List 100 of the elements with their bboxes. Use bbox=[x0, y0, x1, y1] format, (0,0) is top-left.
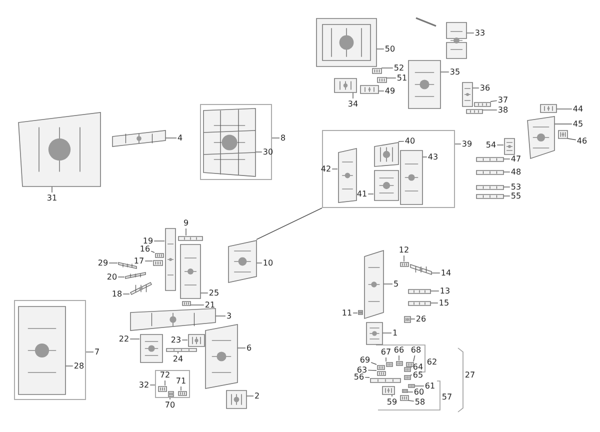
transformer-drawing bbox=[446, 22, 466, 58]
relay-drawing bbox=[372, 68, 382, 74]
callout-number: 16 bbox=[140, 244, 150, 254]
cover-drawing bbox=[408, 60, 440, 108]
callout-number: 42 bbox=[320, 164, 332, 174]
circuit-board-drawing bbox=[360, 84, 378, 94]
callout-number: 35 bbox=[450, 68, 460, 76]
leader-line bbox=[430, 290, 440, 292]
group-frame bbox=[155, 370, 190, 398]
callout-number: 65 bbox=[412, 370, 424, 380]
callout-number: 29 bbox=[98, 258, 108, 268]
valve-drawing bbox=[154, 252, 164, 258]
leader-line bbox=[410, 318, 416, 320]
leader-line bbox=[332, 168, 338, 170]
mount-drawing bbox=[182, 300, 190, 306]
heat-exchanger-drawing bbox=[18, 112, 100, 186]
callout-number: 64 bbox=[412, 362, 424, 372]
terminal-drawing bbox=[558, 130, 568, 138]
callout-number: 54 bbox=[486, 140, 496, 150]
group-frame bbox=[14, 300, 86, 400]
callout-number: 72 bbox=[160, 370, 170, 380]
callout-number: 45 bbox=[572, 120, 584, 128]
insulation-sheet-drawing bbox=[504, 138, 514, 154]
valve-body-drawing bbox=[370, 378, 400, 382]
leader-line bbox=[376, 48, 384, 50]
leader-line bbox=[256, 262, 262, 264]
callout-number: 38 bbox=[498, 106, 508, 114]
sound-blanket-drawing bbox=[140, 334, 162, 362]
callout-number: 8 bbox=[280, 134, 286, 142]
leader-line bbox=[352, 92, 354, 99]
leader-line bbox=[118, 276, 125, 278]
callout-number: 23 bbox=[170, 336, 182, 344]
leader-line bbox=[150, 384, 156, 386]
fitting-drawing bbox=[400, 262, 408, 266]
callout-number: 31 bbox=[46, 194, 58, 202]
screw-drawing bbox=[358, 310, 362, 314]
leader-line bbox=[408, 400, 414, 402]
valve-part-drawing bbox=[376, 370, 386, 376]
valve-part-drawing bbox=[400, 394, 408, 400]
side-panel-drawing bbox=[18, 306, 66, 394]
leader-line bbox=[413, 355, 416, 362]
base-pan-drawing bbox=[130, 308, 216, 330]
leader-line bbox=[430, 302, 438, 304]
callout-number: 55 bbox=[510, 192, 522, 200]
callout-number: 1 bbox=[392, 328, 398, 338]
callout-number: 32 bbox=[138, 380, 150, 390]
sensor-cable-drawing bbox=[476, 194, 504, 198]
group-frame bbox=[200, 104, 272, 180]
terminal-cover-drawing bbox=[226, 390, 246, 408]
callout-number: 41 bbox=[356, 190, 368, 198]
leader-line bbox=[422, 156, 428, 158]
circuit-board-drawing bbox=[374, 142, 398, 166]
pipe-drawing bbox=[410, 264, 432, 274]
callout-number: 7 bbox=[94, 348, 100, 356]
callout-number: 69 bbox=[360, 356, 370, 364]
callout-number: 12 bbox=[398, 246, 410, 254]
leader-line bbox=[256, 208, 322, 240]
plate-drawing bbox=[166, 348, 196, 352]
leader-line bbox=[108, 262, 118, 264]
screw-drawing bbox=[168, 390, 174, 396]
plate-drawing bbox=[374, 170, 398, 200]
leader-line bbox=[503, 186, 510, 188]
valve-part-drawing bbox=[382, 386, 394, 394]
callout-number: 26 bbox=[416, 314, 426, 324]
callout-number: 30 bbox=[262, 148, 274, 156]
insulation-drawing bbox=[188, 334, 204, 346]
callout-number: 18 bbox=[112, 290, 122, 298]
callout-number: 25 bbox=[208, 288, 220, 298]
callout-number: 57 bbox=[442, 392, 452, 402]
callout-number: 71 bbox=[176, 376, 186, 386]
leader-line bbox=[190, 304, 204, 306]
pipe-drawing bbox=[124, 272, 146, 278]
callout-number: 49 bbox=[384, 86, 396, 96]
pipe-drawing bbox=[118, 262, 136, 268]
valve-part-drawing bbox=[396, 360, 402, 366]
callout-number: 40 bbox=[404, 136, 416, 146]
screw-drawing bbox=[178, 390, 186, 396]
terminal-drawing bbox=[540, 104, 556, 112]
leader-line bbox=[556, 108, 572, 110]
leader-line bbox=[130, 338, 140, 340]
callout-number: 9 bbox=[183, 218, 189, 228]
valve-part-drawing bbox=[406, 362, 414, 366]
top-cover-drawing bbox=[112, 130, 166, 146]
pipe-drawing bbox=[178, 236, 202, 240]
compressor-drawing bbox=[180, 244, 200, 298]
callout-number: 10 bbox=[262, 258, 274, 268]
sensor-cable-drawing bbox=[476, 170, 504, 174]
reactor-drawing bbox=[526, 116, 554, 158]
leader-line bbox=[466, 32, 474, 34]
pipe-drawing bbox=[130, 282, 152, 294]
callout-number: 11 bbox=[342, 308, 352, 318]
screw-drawing bbox=[158, 386, 166, 392]
callout-number: 20 bbox=[106, 272, 118, 282]
callout-number: 3 bbox=[226, 312, 232, 320]
leader-line bbox=[352, 312, 358, 314]
callout-number: 47 bbox=[510, 154, 522, 164]
sensor-cable-drawing bbox=[476, 156, 504, 162]
callout-number: 60 bbox=[414, 388, 424, 396]
callout-number: 68 bbox=[410, 346, 422, 354]
callout-number: 43 bbox=[428, 152, 438, 162]
